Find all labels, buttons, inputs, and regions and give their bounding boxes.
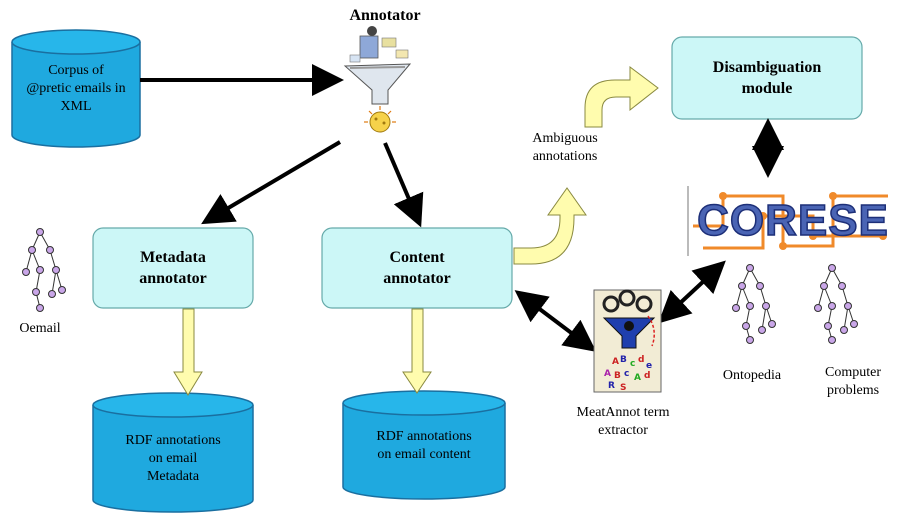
corese-logo-text: CORESE — [696, 195, 889, 246]
oemail-ontology-icon — [22, 228, 66, 312]
rdf-metadata-label: RDF annotations on email Metadata — [95, 432, 251, 486]
annotator-funnel-icon — [343, 26, 412, 133]
arrow-content-meatannot — [514, 290, 597, 352]
arrow-annotator-to-metadata — [201, 140, 342, 225]
svg-text:B: B — [614, 371, 621, 381]
svg-text:A: A — [612, 357, 619, 367]
rdf-content-label: RDF annotations on email content — [345, 428, 503, 464]
svg-text:c: c — [624, 369, 629, 379]
annotator-title: Annotator — [349, 7, 421, 24]
corese-logo: CORESE — [683, 186, 897, 256]
svg-text:A: A — [634, 373, 641, 383]
svg-text:e: e — [646, 361, 652, 371]
meatannot-line-2: extractor — [598, 423, 648, 438]
yellow-arrow-ambiguous-to-disambiguation — [584, 66, 659, 128]
metadata-annotator-label: Metadata annotator — [93, 228, 253, 308]
corpus-cylinder — [11, 29, 141, 148]
yellow-arrow-to-disambiguation — [513, 187, 587, 265]
rdf-content-line-1: RDF annotations — [376, 429, 472, 444]
oemail-label: Oemail — [19, 321, 61, 336]
metadata-annotator-line-2: annotator — [139, 270, 207, 287]
rdf-content-line-2: on email content — [377, 447, 471, 462]
svg-text:R: R — [608, 381, 615, 391]
content-annotator-line-1: Content — [389, 249, 445, 266]
corpus-label-line-2: @pretic emails in — [26, 81, 126, 96]
content-annotator-box — [321, 227, 513, 309]
corpus-label-line-1: Corpus of — [48, 63, 104, 78]
yellow-arrow-metadata — [173, 308, 203, 396]
computer-problems-line-2: problems — [826, 383, 880, 398]
yellow-down-arrows — [173, 308, 432, 396]
rdf-metadata-line-1: RDF annotations — [125, 433, 221, 448]
rdf-metadata-line-2: on email — [148, 451, 198, 466]
rdf-metadata-line-3: Metadata — [146, 469, 200, 484]
ambiguous-annotations-label: Ambiguous annotations — [515, 130, 615, 166]
rdf-content-cylinder — [342, 390, 506, 500]
metadata-annotator-box — [92, 227, 254, 309]
arrow-corese-meatannot — [658, 260, 726, 324]
computer-problems-ontology-icon — [814, 264, 858, 344]
corese-circuit-graphic — [687, 186, 888, 256]
computer-problems-label: Computer problems — [808, 364, 898, 400]
disambiguation-module-label: Disambiguation module — [672, 37, 862, 119]
svg-text:A: A — [604, 369, 611, 379]
content-annotator-label: Content annotator — [322, 228, 512, 308]
meatannot-line-1: MeatAnnot term — [576, 405, 670, 420]
computer-problems-line-1: Computer — [825, 365, 881, 380]
disambiguation-line-2: module — [741, 80, 793, 97]
disambiguation-line-1: Disambiguation — [712, 59, 822, 76]
ambiguous-line-1: Ambiguous — [532, 131, 598, 146]
ambiguous-line-2: annotations — [532, 149, 598, 164]
black-arrows — [140, 64, 784, 352]
svg-text:S: S — [620, 383, 626, 393]
rdf-metadata-cylinder — [92, 392, 254, 513]
ontopedia-ontology-icon — [732, 264, 776, 344]
meatannot-label: MeatAnnot term extractor — [556, 404, 690, 440]
content-annotator-line-2: annotator — [383, 270, 451, 287]
metadata-annotator-line-1: Metadata — [140, 249, 206, 266]
corpus-label: Corpus of @pretic emails in XML — [14, 62, 138, 116]
svg-text:c: c — [630, 359, 635, 369]
corpus-label-line-3: XML — [60, 99, 92, 114]
arrow-annotator-to-content — [383, 142, 424, 228]
ontopedia-label: Ontopedia — [722, 368, 782, 383]
svg-text:d: d — [644, 371, 650, 381]
svg-text:d: d — [638, 355, 644, 365]
svg-text:B: B — [620, 355, 627, 365]
yellow-arrow-content — [402, 308, 432, 394]
